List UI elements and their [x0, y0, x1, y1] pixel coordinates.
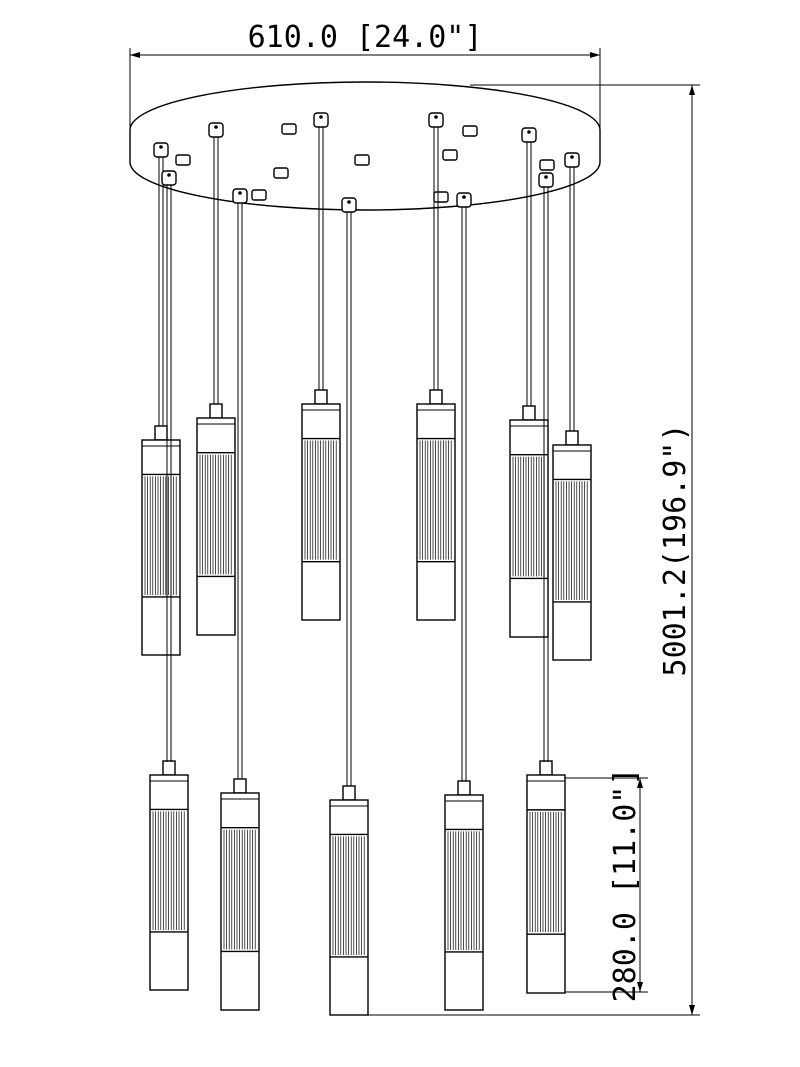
pendant-mount — [564, 152, 580, 168]
pendant-fluted-glass — [152, 811, 185, 930]
height-dimension-label: 5001.2(196.9") — [658, 424, 693, 677]
pendant-collar — [522, 405, 536, 421]
ceiling-canopy — [129, 81, 601, 211]
pendant-collar — [429, 389, 443, 405]
pendant-1 — [141, 142, 181, 656]
pendant-fluted-glass — [304, 440, 337, 560]
pendant-collar — [457, 780, 471, 796]
pendant-8 — [220, 188, 260, 1011]
pendant-7 — [149, 170, 189, 991]
pendant-mount — [521, 127, 537, 143]
pendant-mount — [232, 188, 248, 204]
width-dimension-label: 610.0 [24.0"] — [248, 20, 483, 55]
pendant-collar — [233, 778, 247, 794]
pendant-mount — [153, 142, 169, 158]
pendant-fluted-glass — [555, 481, 588, 600]
canopy-bosses — [175, 123, 555, 203]
pendant-body — [526, 774, 566, 994]
pendant-collar — [162, 760, 176, 776]
pendant-fluted-glass — [223, 829, 256, 950]
pendant-fluted-glass — [447, 831, 480, 950]
pendant-collar — [154, 425, 168, 441]
pendant-6 — [552, 152, 592, 661]
pendant-10 — [444, 192, 484, 1011]
pendant-collar — [539, 760, 553, 776]
pendant-group — [141, 112, 592, 1016]
pendant-fluted-glass — [332, 836, 365, 955]
pendant-collar — [342, 785, 356, 801]
height-dimension: 5001.2(196.9") — [330, 84, 700, 1016]
pendant-collar — [314, 389, 328, 405]
pendant-mount — [161, 170, 177, 186]
pendant-fluted-glass — [199, 454, 232, 575]
pendant-4 — [416, 112, 456, 621]
pendant-mount — [341, 197, 357, 213]
width-dimension: 610.0 [24.0"] — [129, 20, 601, 130]
pendant-body — [416, 403, 456, 621]
pendant-9 — [329, 197, 369, 1016]
pendant-mount — [538, 172, 554, 188]
pendant-collar — [209, 403, 223, 419]
pendant-mount — [313, 112, 329, 128]
pendant-5 — [509, 127, 549, 638]
pendant-fluted-glass — [529, 811, 562, 933]
pendant-3 — [301, 112, 341, 621]
pendant-mount — [428, 112, 444, 128]
pendant-mount — [208, 122, 224, 138]
pendant-11 — [526, 172, 566, 994]
pendant-fluted-glass — [419, 440, 452, 560]
pendant-length-label: 280.0 [11.0"] — [608, 768, 643, 1003]
pendant-length-dimension: 280.0 [11.0"] — [555, 768, 648, 1003]
pendant-body — [301, 403, 341, 621]
pendant-mount — [456, 192, 472, 208]
pendant-2 — [196, 122, 236, 636]
pendant-collar — [565, 430, 579, 446]
